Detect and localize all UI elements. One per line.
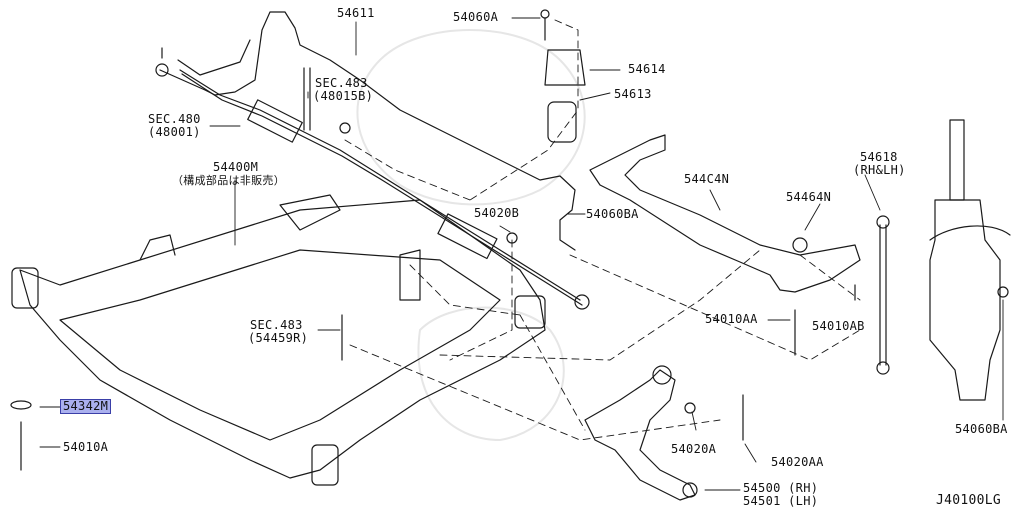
label-sec483-54459R: SEC.483	[250, 318, 303, 332]
member-bracket	[589, 134, 861, 293]
label-54020AA: 54020AA	[771, 455, 824, 469]
label-sec483-54459R-sub: (54459R)	[248, 331, 309, 345]
label-54618-sub: (RH&LH)	[853, 163, 906, 177]
diagram-code: J40100LG	[936, 493, 1002, 508]
front-subframe	[19, 199, 546, 479]
lower-arm	[584, 369, 696, 501]
steering-rack	[179, 69, 581, 301]
label-54400M-note: （構成部品は非販売）	[172, 174, 285, 187]
label-54618: 54618	[860, 150, 898, 164]
label-54060BA-right: 54060BA	[955, 422, 1008, 436]
label-54020A: 54020A	[671, 442, 717, 456]
label-sec480: SEC.480	[148, 112, 201, 126]
label-54060BA-mid: 54060BA	[586, 207, 639, 221]
label-54010A: 54010A	[63, 440, 109, 454]
label-sec480-sub: (48001)	[148, 125, 201, 139]
label-54613: 54613	[614, 87, 652, 101]
strut-rod	[949, 119, 965, 201]
stabilizer-bar	[159, 11, 576, 251]
label-54342M[interactable]: 54342M	[60, 399, 112, 414]
label-54020B: 54020B	[474, 206, 520, 220]
watermark-emblem	[356, 29, 586, 441]
label-54611: 54611	[337, 6, 375, 20]
label-54060A: 54060A	[453, 10, 499, 24]
label-544C4N: 544C4N	[684, 172, 730, 186]
label-sec483-48015B-sub: (48015B)	[313, 89, 374, 103]
label-sec483-48015B: SEC.483	[315, 76, 368, 90]
label-54614: 54614	[628, 62, 666, 76]
label-54010AB: 54010AB	[812, 319, 865, 333]
label-54464N: 54464N	[786, 190, 832, 204]
label-54010AA: 54010AA	[705, 312, 758, 326]
strut-body	[929, 199, 1001, 401]
label-54501-lh: 54501 (LH)	[743, 494, 819, 508]
label-54500-rh: 54500 (RH)	[743, 481, 819, 495]
label-54400M: 54400M	[213, 160, 259, 174]
